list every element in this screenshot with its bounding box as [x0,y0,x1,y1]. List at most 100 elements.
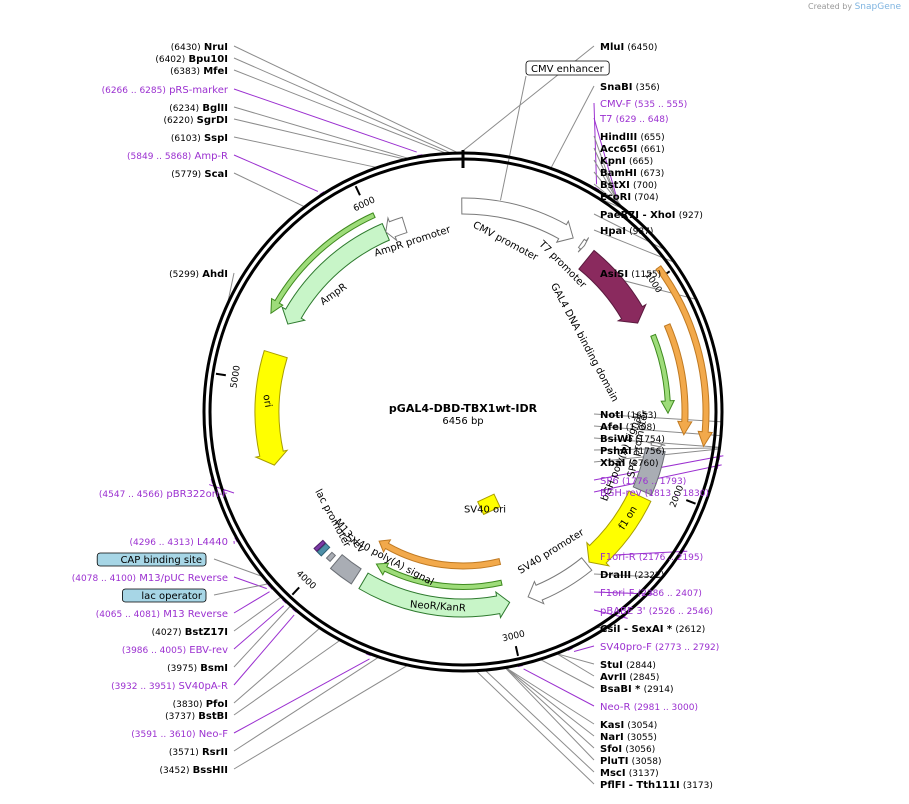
label-name: SnaBI [600,82,632,93]
label-name: SgrDI [197,115,228,126]
mlui-site: MluI (6450) [600,42,657,53]
bglii-site: (6234) BglII [169,103,228,114]
leader-line [593,413,723,423]
label-position: (629 .. 648) [616,115,669,125]
label-position: (3591 .. 3610) [131,730,195,740]
t7-promoter-feature [577,237,590,253]
label-name: BamHI [600,168,637,179]
leader-line [233,154,319,192]
pbabe-3-primer: pBABE 3' (2526 .. 2546) [600,606,713,617]
pflfi-tth111i-site: PflFI - Tth111I (3173) [600,780,713,791]
neo-f-primer: (3591 .. 3610) Neo-F [131,729,228,740]
label-name: SspI [204,133,228,144]
leader-line [233,591,270,614]
label-name: HindIII [600,132,637,143]
annotation-feature [650,333,676,415]
sv40-ori-label: SV40 ori [464,505,506,516]
label-position: (673) [640,169,664,179]
label-name: SV40pA-R [179,681,228,692]
sv40-poly-a-signal-feature [329,553,362,585]
label-name: PflFI - Tth111I [600,780,680,791]
acc65i-site: Acc65I (661) [600,144,665,155]
f1ori-r-primer: F1ori-R (2176 .. 2195) [600,552,703,563]
cmv-f-primer: CMV-F (535 .. 555) [600,99,687,110]
pfoi-site: (3830) PfoI [173,699,228,710]
label-name: RsrII [202,747,228,758]
leader-line [227,272,235,301]
label-name: BsaBI * [600,684,641,695]
pluti-site: PluTI (3058) [600,756,662,767]
leader-line [233,106,408,159]
leader-line [557,653,595,677]
label-name: BstXI [600,180,630,191]
leader-line [593,147,620,205]
label-name: pBABE 3' [600,606,646,617]
label-position: (3986 .. 4005) [122,646,186,656]
bamhi-site: BamHI (673) [600,168,664,179]
label-position: (6220) [164,116,194,126]
bstxi-site: BstXI (700) [600,180,657,191]
tick-label: 5000 [230,364,243,388]
label-name: AhdI [202,269,228,280]
label-position: (4027) [152,628,182,638]
sspi-site: (6103) SspI [171,133,228,144]
plasmid-length: 6456 bp [442,416,483,427]
nari-site: NarI (3055) [600,732,657,743]
leader-line [593,102,598,185]
label-name: AsiSI [600,269,628,280]
cap-binding-site-box [96,552,207,567]
label-name: HpaI [600,226,626,237]
label-position: (1776 .. 1793) [622,477,686,487]
bstbi-site: (3737) BstBI [165,711,228,722]
label-name: SP6 [600,476,619,487]
leader-line [593,171,622,207]
leader-line [505,668,595,761]
label-name: pBR322ori-F [166,489,228,500]
prs-marker-primer: (6266 .. 6285) pRS-marker [102,85,229,96]
leader-line [233,628,320,704]
leader-line [506,667,595,737]
leader-line [540,659,595,689]
neor-kanr-label: NeoR/KanR [410,599,467,614]
tick-mark [215,372,226,377]
label-position: (987) [629,227,653,237]
tick-label: 6000 [352,195,377,214]
label-position: (356) [636,83,660,93]
label-name: ScaI [204,169,228,180]
label-name: PluTI [600,756,628,767]
bstz17i-site: (4027) BstZ17I [152,627,228,638]
label-position: (1754) [635,435,665,445]
label-position: (3737) [165,712,195,722]
label-name: BglII [202,103,228,114]
label-name: NarI [600,732,624,743]
leader-line [233,576,267,590]
label-position: (2981 .. 3000) [634,703,698,713]
msci-site: MscI (3137) [600,768,659,779]
label-name: DraIII [600,570,631,581]
tick-mark [291,586,300,596]
f1ori-f-primer: F1ori-F (2386 .. 2407) [600,588,702,599]
f1-ori-feature [586,490,652,567]
label-name: KasI [600,720,624,731]
annotation-feature [313,539,327,553]
label-name: KpnI [600,156,626,167]
label-position: (3830) [173,700,203,710]
leader-line [233,136,376,168]
label-name: PaeR7I - XhoI [600,210,676,221]
annotation-feature [663,323,693,436]
tick-mark [685,499,696,505]
label-name: CsiI - SexAI * [600,624,673,635]
pbr322ori-f-primer: (4547 .. 4566) pBR322ori-F [99,489,228,500]
mfei-site: (6383) MfeI [170,66,228,77]
leader-line [485,670,595,773]
label-name: Acc65I [600,144,637,155]
leader-line [593,447,721,451]
cmv-enhancer-label: CMV enhancer [531,64,605,75]
label-position: (4065 .. 4081) [96,610,160,620]
bsiwi-site: BsiWI (1754) [600,434,665,445]
label-name: BssHII [193,765,228,776]
annotation-feature [270,212,376,315]
leader-line [233,665,408,770]
label-name: BsiWI [600,434,632,445]
label-name: MfeI [203,66,228,77]
